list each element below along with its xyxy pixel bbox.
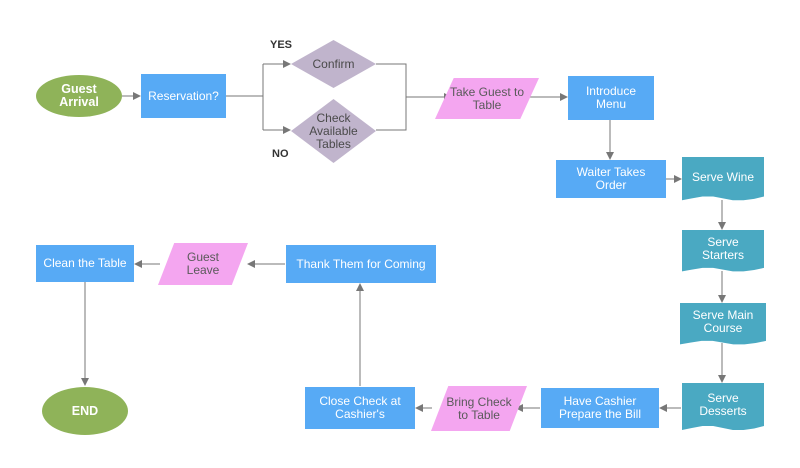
node-have-cashier-prepare-bill: Have Cashier Prepare the Bill bbox=[541, 388, 659, 428]
node-close-check-at-cashiers: Close Check at Cashier's bbox=[305, 387, 415, 429]
node-end: END bbox=[42, 387, 128, 435]
edge-confirm-out bbox=[376, 63, 407, 131]
node-bring-check-to-table: Bring Check to Table bbox=[431, 386, 527, 431]
node-waiter-takes-order: Waiter Takes Order bbox=[556, 160, 666, 198]
edge-label-no: NO bbox=[272, 148, 289, 160]
node-serve-desserts: Serve Desserts bbox=[682, 383, 764, 430]
node-guest-leave: Guest Leave bbox=[158, 243, 248, 285]
node-take-guest-to-table: Take Guest to Table bbox=[435, 78, 539, 119]
node-introduce-menu: Introduce Menu bbox=[568, 76, 654, 120]
node-reservation: Reservation? bbox=[141, 74, 226, 118]
edge-label-yes: YES bbox=[270, 39, 293, 51]
node-serve-wine: Serve Wine bbox=[682, 157, 764, 201]
node-clean-the-table: Clean the Table bbox=[36, 245, 134, 282]
node-serve-main-course: Serve Main Course bbox=[680, 303, 766, 345]
node-thank-them-for-coming: Thank Them for Coming bbox=[286, 245, 436, 283]
node-serve-starters: Serve Starters bbox=[682, 230, 764, 272]
node-guest-arrival: Guest Arrival bbox=[36, 75, 122, 117]
